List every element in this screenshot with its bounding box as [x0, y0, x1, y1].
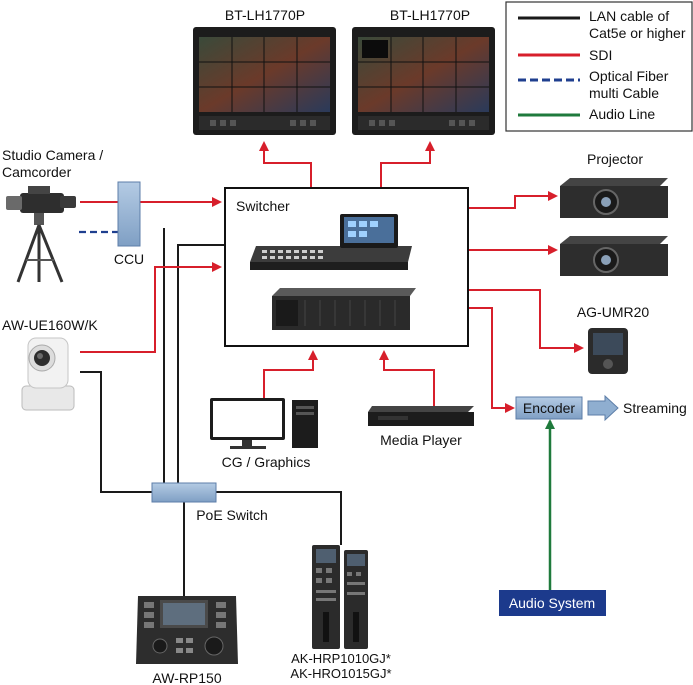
- sdi-media-player-to-switcher: [379, 350, 435, 406]
- lbl-studio-line-2: Camcorder: [2, 164, 72, 180]
- studio-camera: Studio Camera /Camcorder: [2, 147, 103, 283]
- lg-lan-line-1: LAN cable of: [589, 8, 669, 24]
- streaming-label: Streaming: [623, 400, 687, 416]
- sdi-cg-to-switcher: [263, 350, 318, 398]
- encoder: Encoder Streaming: [515, 394, 687, 422]
- encoder-label: Encoder: [523, 400, 575, 416]
- sdi-switcher-to-monitor-left: [259, 141, 312, 188]
- monitor-right-multiview: [358, 37, 489, 112]
- lbl-akhrp-line-2: AK-HRO1015GJ*: [290, 666, 391, 681]
- lan-poe-to-ak-hrp: [216, 491, 342, 545]
- studio-camera-icon: [6, 186, 76, 283]
- switcher-label: Switcher: [236, 198, 290, 214]
- switcher-control-panel-icon: [250, 214, 412, 270]
- monitor-right: BT-LH1770P: [352, 7, 495, 135]
- lan-switcher-to-poe: [177, 244, 225, 483]
- monitor-left-label: BT-LH1770P: [225, 7, 305, 23]
- ak-hrp-label: AK-HRP1010GJ*AK-HRO1015GJ*: [290, 651, 391, 681]
- monitor-left-multiview: [199, 37, 330, 112]
- switcher-mainframe-icon: [272, 288, 416, 330]
- ag-umr20-label: AG-UMR20: [577, 304, 650, 320]
- sdi-switcher-to-projector-1: [468, 191, 558, 209]
- ptz-camera-icon: [21, 337, 75, 411]
- ag-umr20: AG-UMR20: [577, 304, 650, 374]
- remote-controller-icon: [136, 596, 238, 664]
- lan-aw-ue160-to-poe: [80, 371, 152, 493]
- legend-box: [505, 1, 693, 132]
- poe-switch-box: [151, 482, 217, 503]
- projector-1-icon: [560, 178, 668, 218]
- audio-system-label: Audio System: [509, 595, 595, 611]
- encoder-box: [515, 396, 583, 420]
- lbl-studio-line-1: Studio Camera /: [2, 147, 103, 163]
- audio-system-box: [499, 590, 606, 616]
- projectors: Projector: [560, 151, 668, 276]
- media-player-label: Media Player: [380, 432, 462, 448]
- legend-audio-label: Audio Line: [589, 106, 655, 122]
- monitor-right-label: BT-LH1770P: [390, 7, 470, 23]
- lg-lan-line-2: Cat5e or higher: [589, 25, 686, 41]
- sdi-switcher-to-monitor-right: [380, 141, 435, 188]
- connections: [79, 141, 584, 596]
- aw-rp150: AW-RP150: [136, 596, 238, 685]
- aw-rp150-label: AW-RP150: [152, 670, 221, 685]
- audio-system: Audio System: [499, 590, 606, 616]
- media-player: Media Player: [368, 406, 474, 448]
- media-player-icon: [368, 406, 474, 412]
- studio-camera-label: Studio Camera /Camcorder: [2, 147, 103, 180]
- ak-hrp: AK-HRP1010GJ*AK-HRO1015GJ*: [290, 545, 392, 681]
- lg-fiber-line-2: multi Cable: [589, 85, 659, 101]
- sdi-aw-ue160-to-switcher: [80, 262, 222, 353]
- poe-switch-label: PoE Switch: [196, 507, 268, 523]
- ccu-box: [117, 181, 141, 247]
- cg-graphics-label: CG / Graphics: [222, 454, 311, 470]
- lbl-akhrp-line-1: AK-HRP1010GJ*: [291, 651, 391, 666]
- aw-ue160: AW-UE160W/K: [2, 317, 98, 411]
- cg-graphics: CG / Graphics: [210, 398, 318, 470]
- sdi-switcher-to-ag-umr20: [468, 289, 584, 353]
- switcher: Switcher: [224, 187, 469, 347]
- projector-2-icon: [560, 236, 668, 276]
- sdi-switcher-to-encoder: [468, 307, 515, 413]
- poe-switch: PoE Switch: [151, 482, 268, 523]
- streaming-arrow-icon: [587, 394, 619, 422]
- lg-fiber-line-1: Optical Fiber: [589, 68, 669, 84]
- rcp-panels-icon: [312, 545, 368, 649]
- monitor-left: BT-LH1770P: [193, 7, 336, 135]
- projector-label: Projector: [587, 151, 643, 167]
- ccu-label: CCU: [114, 251, 144, 267]
- legend-sdi-label: SDI: [589, 47, 612, 63]
- computer-icon: [210, 398, 318, 449]
- aw-ue160-label: AW-UE160W/K: [2, 317, 98, 333]
- ccu: CCU: [114, 181, 144, 267]
